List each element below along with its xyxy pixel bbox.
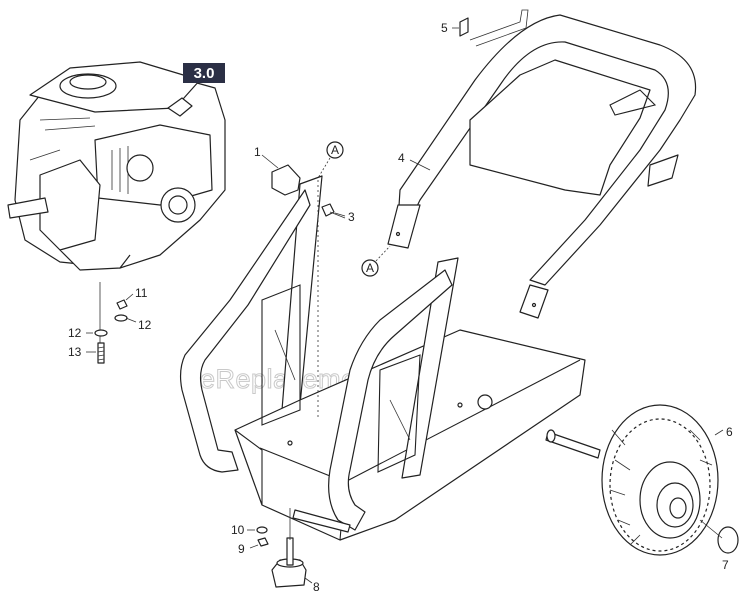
callout-5: 5 — [441, 21, 448, 35]
callout-13: 13 — [68, 345, 82, 359]
handle-knob — [261, 154, 301, 196]
mounting-hardware — [86, 282, 137, 364]
hub-cap — [699, 519, 739, 554]
callout-12-right: 12 — [138, 318, 152, 332]
wheel — [601, 404, 724, 556]
handle-bracket — [452, 9, 529, 47]
reference-marker-a-upper: A — [317, 141, 344, 420]
callout-10: 10 — [231, 523, 245, 537]
callout-3: 3 — [348, 210, 355, 224]
svg-text:A: A — [331, 143, 339, 157]
section-badge-label: 3.0 — [194, 65, 215, 82]
handle-frame — [387, 14, 697, 319]
callout-11: 11 — [135, 286, 148, 300]
screw — [321, 203, 346, 219]
foot-assembly — [247, 508, 313, 588]
callout-6: 6 — [726, 425, 733, 439]
section-badge: 3.0 — [183, 63, 225, 83]
callout-12-left: 12 — [68, 326, 82, 340]
reference-marker-a-lower: A — [361, 245, 391, 277]
svg-text:A: A — [366, 261, 374, 275]
engine-assembly — [7, 61, 226, 271]
callout-9: 9 — [238, 542, 245, 556]
callout-4: 4 — [398, 151, 405, 165]
callout-8: 8 — [313, 580, 320, 594]
callout-7: 7 — [722, 558, 729, 572]
cart-frame — [179, 175, 601, 541]
callout-1: 1 — [254, 145, 261, 159]
